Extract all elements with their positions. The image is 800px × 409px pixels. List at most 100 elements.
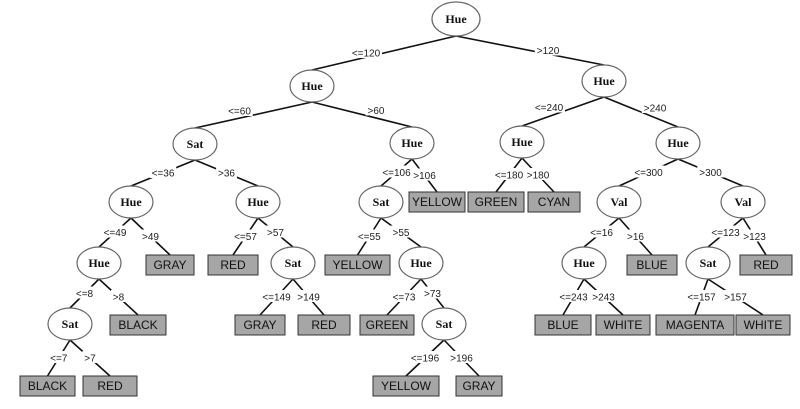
leaf-node: GREEN (467, 191, 525, 213)
edge-label-background (557, 290, 590, 302)
decision-node-ellipse (270, 246, 316, 280)
edge-label-background (697, 165, 724, 178)
leaf-node: YELLOW (408, 191, 466, 213)
leaf-box (297, 314, 351, 336)
edge-label-background (390, 225, 412, 238)
edge-label: >49 (142, 232, 159, 243)
decision-node: Hue (561, 246, 607, 280)
edge-label-background (295, 290, 322, 302)
edge-label-background (524, 168, 552, 180)
decision-node-ellipse (421, 307, 467, 341)
decision-node: Sat (421, 307, 467, 341)
decision-node: Hue (581, 64, 627, 98)
edge-label: >157 (724, 293, 747, 304)
edge-label-background (390, 290, 418, 302)
edge-label-background (625, 229, 646, 242)
edge-label-background (226, 104, 253, 116)
leaf-box (234, 314, 286, 336)
edge-label-background (493, 168, 525, 180)
decision-node-label: Hue (120, 195, 142, 209)
leaf-label: BLUE (636, 258, 667, 272)
leaf-label: WHITE (744, 318, 783, 332)
leaf-node: RED (207, 254, 259, 276)
decision-node-ellipse (581, 64, 627, 98)
edge-label-background (232, 229, 259, 242)
decision-node-ellipse (596, 185, 642, 219)
leaf-label: GREEN (475, 195, 518, 209)
decision-node-label: Sat (436, 317, 453, 331)
decision-node-ellipse (685, 246, 731, 280)
tree-edge (603, 96, 679, 128)
edge-label: >123 (743, 232, 766, 243)
leaf-label: GRAY (462, 379, 495, 393)
decision-node: Val (720, 185, 766, 219)
decision-node-ellipse (358, 185, 404, 219)
decision-node: Sat (358, 185, 404, 219)
decision-node: Val (596, 185, 642, 219)
decision-node-label: Hue (573, 256, 595, 270)
tree-edge (311, 101, 413, 128)
edge-label: <=36 (152, 169, 175, 180)
tree-edge (311, 35, 457, 71)
edge-label-background (632, 165, 665, 178)
decision-node: Hue (389, 126, 435, 160)
edge-label: >7 (84, 354, 96, 365)
edge-label: >16 (627, 232, 644, 243)
decision-node-ellipse (655, 126, 701, 160)
leaf-box (467, 191, 525, 213)
leaf-label: BLACK (118, 318, 157, 332)
decision-node-label: Sat (700, 256, 717, 270)
decision-node-label: Hue (88, 256, 110, 270)
leaf-label: GREEN (366, 318, 409, 332)
leaf-label: RED (220, 258, 246, 272)
decision-node-ellipse (289, 69, 335, 103)
edge-label: <=240 (535, 103, 564, 114)
edge-label-background (588, 225, 615, 238)
edge-label: <=196 (411, 354, 440, 365)
leaf-label: RED (311, 318, 337, 332)
leaf-box (109, 314, 167, 336)
leaf-node: WHITE (735, 314, 791, 336)
edge-label-background (216, 166, 237, 178)
leaf-box (372, 375, 440, 397)
leaf-box (324, 254, 391, 276)
edge-label: >36 (218, 169, 235, 180)
leaf-box (455, 375, 503, 397)
leaf-label: MAGENTA (666, 318, 724, 332)
edge-label-background (82, 351, 98, 363)
tree-edge (194, 101, 313, 129)
decision-node-ellipse (76, 246, 122, 280)
edge-label: >240 (644, 104, 667, 115)
decision-node: Sat (685, 246, 731, 280)
edge-label: <=300 (634, 168, 663, 179)
edge-label: <=73 (393, 293, 416, 304)
tree-edge (455, 35, 605, 66)
decision-node-label: Sat (373, 195, 390, 209)
edge-label-background (260, 290, 293, 302)
decision-node-label: Hue (445, 12, 467, 26)
edge-label-background (265, 225, 286, 238)
edge-label-background (422, 286, 443, 299)
decision-node: Hue (289, 69, 335, 103)
decision-node-ellipse (431, 1, 481, 37)
edge-label-background (149, 166, 177, 178)
decision-node-label: Hue (401, 136, 423, 150)
leaf-box (527, 191, 581, 213)
edge-label: <=60 (228, 107, 251, 118)
edge-label-background (534, 43, 562, 56)
edge-label-background (350, 46, 382, 58)
edge-label-background (641, 101, 669, 113)
edge-label-background (380, 165, 413, 178)
edge-label: <=120 (352, 49, 381, 60)
edge-label-background (110, 290, 127, 302)
decision-node-label: Hue (511, 135, 533, 149)
leaf-box (595, 314, 651, 336)
edge-label-background (533, 100, 565, 113)
decision-node-label: Sat (62, 317, 79, 331)
decision-node-label: Hue (593, 74, 615, 88)
leaf-node: GRAY (145, 254, 195, 276)
decision-node-label: Hue (247, 195, 269, 209)
edge-label: <=243 (559, 293, 588, 304)
leaf-box (145, 254, 195, 276)
edge-label: <=7 (50, 354, 68, 365)
